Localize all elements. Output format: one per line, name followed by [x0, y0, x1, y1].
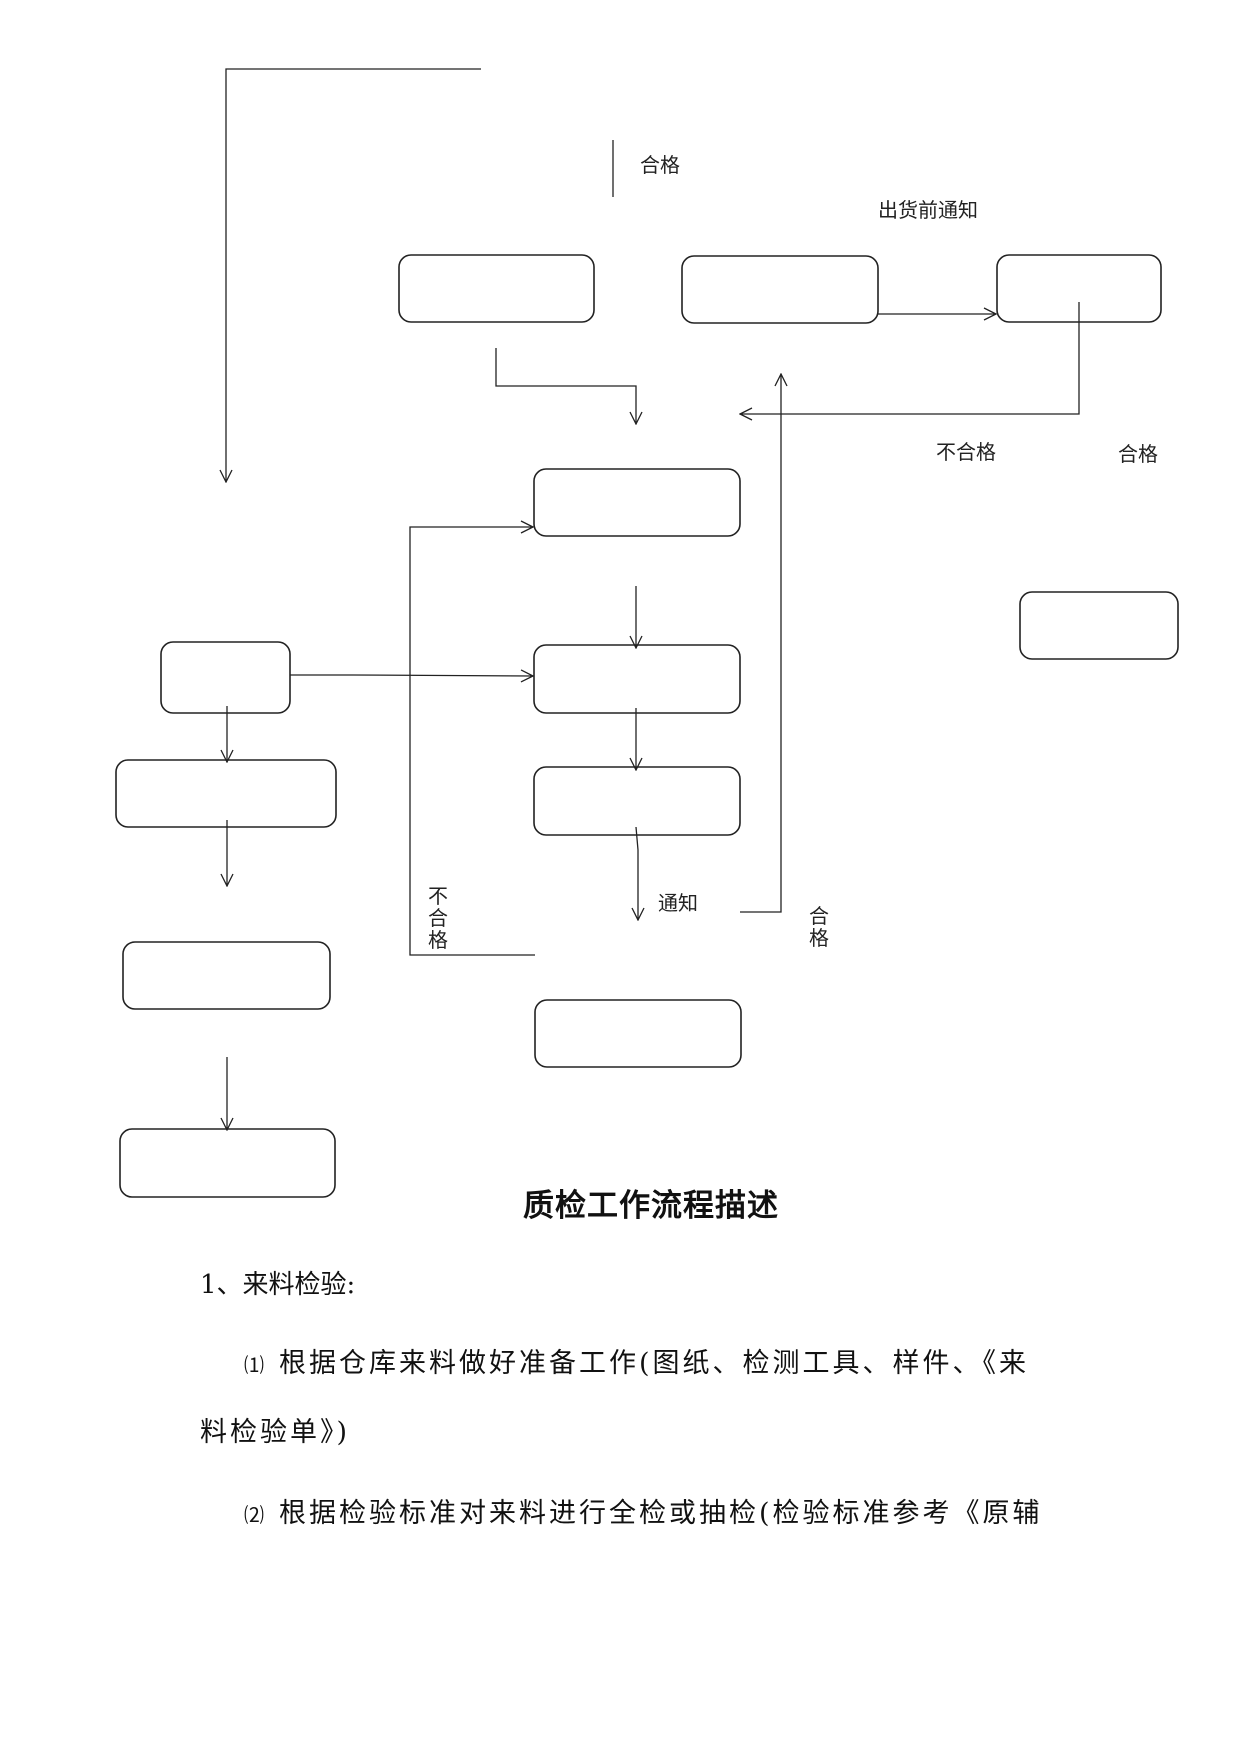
item-2-text: 根据检验标准对来料进行全检或抽检(检验标准参考《原辅	[279, 1498, 1043, 1529]
label-fail-left: 不合格	[428, 884, 448, 952]
section-heading: 1、来料检验:	[200, 1270, 356, 1300]
flow-box-left-small	[160, 641, 291, 714]
connector-top-left-to-center	[495, 348, 636, 424]
label-pass-right: 合格	[1118, 442, 1158, 466]
item-1-number: ⑴	[244, 1353, 267, 1377]
flow-box-right-isolated	[1019, 591, 1179, 660]
item-2-number: ⑵	[244, 1503, 267, 1527]
label-notice: 通知	[658, 891, 698, 915]
paragraph-item-1: ⑴根据仓库来料做好准备工作(图纸、检测工具、样件、《来料检验单》)	[200, 1330, 1050, 1467]
flow-box-center-4	[534, 999, 742, 1068]
flow-box-left-2	[115, 759, 337, 828]
connector-notice-up	[740, 374, 781, 913]
label-pass-middle: 合格	[809, 904, 829, 950]
connector-left-to-center	[290, 675, 533, 676]
flow-box-top-middle	[681, 255, 879, 324]
flow-box-center-2	[533, 644, 741, 714]
item-1-text: 根据仓库来料做好准备工作(图纸、检测工具、样件、《来料检验单》)	[200, 1348, 1030, 1448]
flow-box-center-3	[533, 766, 741, 836]
label-pass-top: 合格	[640, 153, 680, 177]
connector-center-3	[636, 826, 638, 920]
document-title: 质检工作流程描述	[523, 1188, 779, 1224]
label-pre-shipment-notice: 出货前通知	[878, 198, 978, 222]
flow-box-left-3	[122, 941, 331, 1010]
paragraph-item-2: ⑵ 根据检验标准对来料进行全检或抽检(检验标准参考《原辅	[200, 1480, 1050, 1549]
connector-left-fail-loop	[409, 527, 535, 956]
qc-flowchart	[115, 68, 1179, 1198]
flow-box-top-left	[398, 254, 595, 323]
label-fail-right: 不合格	[936, 440, 996, 464]
connector-right-fail-loop	[740, 302, 1080, 414]
flow-box-center-1	[533, 468, 741, 537]
connector-top-left-long	[226, 68, 481, 482]
